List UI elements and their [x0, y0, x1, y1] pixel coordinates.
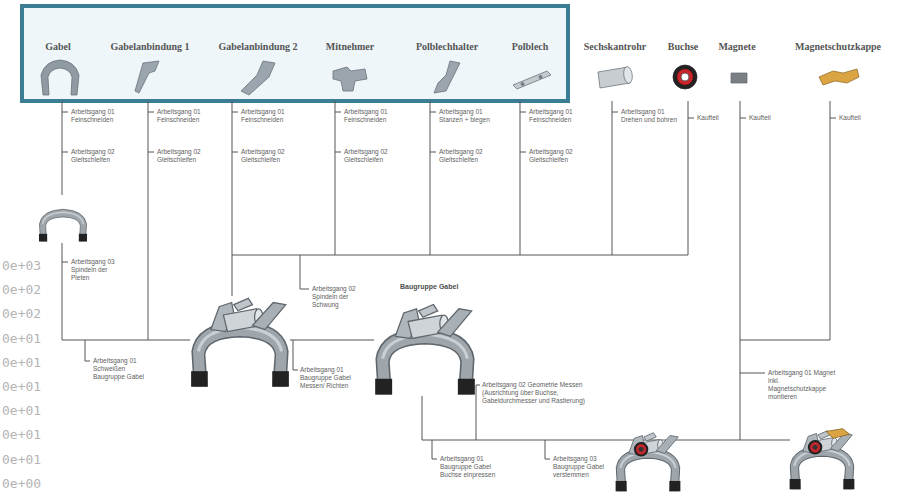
part-shape — [513, 71, 551, 89]
part-name: Polblechhalter — [416, 41, 478, 52]
process-step: Arbeitsgang 02 Geometrie Messen (Ausrich… — [482, 381, 600, 405]
part-icon — [125, 57, 175, 97]
part-icon — [590, 57, 640, 97]
watermark-number: 0e+02 — [2, 306, 41, 321]
process-step: Arbeitsgang 02 Gleitschleifen — [529, 148, 581, 164]
part-name: Gabelanbindung 2 — [218, 41, 297, 52]
process-step: Arbeitsgang 02 Spindeln der Schwung — [312, 285, 372, 309]
process-step: Arbeitsgang 02 Gleitschleifen — [241, 148, 293, 164]
part-shape — [135, 61, 159, 93]
part-shape — [434, 61, 460, 93]
part-shape — [731, 73, 747, 83]
part-shape — [41, 60, 79, 95]
process-step: Arbeitsgang 01 Feinschneiden — [157, 108, 209, 124]
part-node: Polblechhalter — [414, 36, 481, 97]
part-name: Buchse — [668, 41, 699, 52]
purchase-note: Kaufteil — [749, 114, 771, 122]
part-name: Magnetschutzkappe — [795, 41, 881, 52]
part-shape — [539, 76, 542, 79]
part-icon — [35, 57, 85, 97]
part-node: Magnete — [714, 36, 760, 97]
part-shape — [241, 61, 275, 95]
fork-assembly — [375, 305, 475, 395]
part-node: Gabel — [35, 36, 81, 97]
part-name: Gabel — [45, 41, 71, 52]
part-node: Sechskantrohr — [582, 36, 649, 97]
process-step: Arbeitsgang 02 Gleitschleifen — [344, 148, 396, 164]
process-step: Arbeitsgang 01 Feinschneiden — [71, 108, 123, 124]
part-shape — [819, 69, 859, 85]
part-name: Mitnehmer — [326, 41, 374, 52]
part-shape — [333, 67, 367, 91]
part-icon — [714, 57, 764, 97]
watermark-number: 0e+01 — [2, 379, 41, 394]
watermark-number: 0e+01 — [2, 452, 41, 467]
part-icon — [507, 57, 557, 97]
process-step: Arbeitsgang 01 Feinschneiden — [529, 108, 581, 124]
process-step: Arbeitsgang 01 Feinschneiden — [241, 108, 293, 124]
process-step: Arbeitsgang 01 Baugruppe Gabel Messen/ R… — [300, 366, 362, 390]
purchase-note: Kaufteil — [697, 114, 719, 122]
part-node: Gabelanbindung 2 — [216, 36, 300, 97]
watermark-number: 0e+01 — [2, 355, 41, 370]
assembly-with-magnet — [790, 429, 855, 490]
process-step: Arbeitsgang 01 Feinschneiden — [344, 108, 396, 124]
process-step: Arbeitsgang 01 Magnet inkl. Magnetschutz… — [768, 369, 836, 402]
process-step: Arbeitsgang 02 Gleitschleifen — [71, 148, 123, 164]
watermark-number: 0e+03 — [2, 258, 41, 273]
part-node: Buchse — [660, 36, 706, 97]
process-step: Arbeitsgang 03 Spindeln der Pleten — [71, 258, 123, 282]
watermark-number: 0e+00 — [2, 476, 41, 491]
process-step: Arbeitsgang 02 Gleitschleifen — [157, 148, 209, 164]
watermark-number: 0e+01 — [2, 427, 41, 442]
watermark-number: 0e+01 — [2, 331, 41, 346]
part-shape — [673, 65, 697, 89]
process-step: Arbeitsgang 01 Stanzen + biegen — [439, 108, 495, 124]
part-name: Gabelanbindung 1 — [110, 41, 189, 52]
part-shape — [624, 67, 633, 84]
assembly-with-bush — [616, 433, 681, 492]
part-shape — [521, 83, 524, 86]
part-shape — [677, 69, 693, 85]
part-icon — [422, 57, 472, 97]
part-name: Magnete — [718, 41, 755, 52]
watermark-number: 0e+02 — [2, 282, 41, 297]
part-node: Polblech — [507, 36, 553, 97]
watermark-number: 0e+01 — [2, 403, 41, 418]
part-icon — [813, 57, 863, 97]
process-step: Arbeitsgang 01 Drehen und bohren — [621, 108, 681, 124]
part-icon — [233, 57, 283, 97]
part-name: Polblech — [512, 41, 549, 52]
part-name: Sechskantrohr — [584, 41, 647, 52]
welded-assembly — [191, 298, 289, 386]
highlight-frame — [22, 6, 568, 101]
part-node: Magnetschutzkappe — [793, 36, 884, 97]
part-node: Gabelanbindung 1 — [108, 36, 192, 97]
tree-lines — [62, 101, 836, 459]
part-shape — [681, 73, 689, 81]
fork-part — [39, 209, 87, 241]
purchase-note: Kaufteil — [839, 114, 861, 122]
part-icon — [325, 57, 375, 97]
part-icon — [660, 57, 710, 97]
process-step: Arbeitsgang 03 Baugruppe Gabel verstemme… — [553, 455, 608, 479]
process-step: Arbeitsgang 02 Gleitschleifen — [439, 148, 491, 164]
assembly-title: Baugruppe Gabel — [400, 283, 458, 292]
part-node: Mitnehmer — [324, 36, 377, 97]
process-step: Arbeitsgang 01 Schweißen Baugruppe Gabel — [93, 357, 151, 381]
process-step: Arbeitsgang 01 Baugruppe Gabel Buchse ei… — [440, 455, 500, 479]
